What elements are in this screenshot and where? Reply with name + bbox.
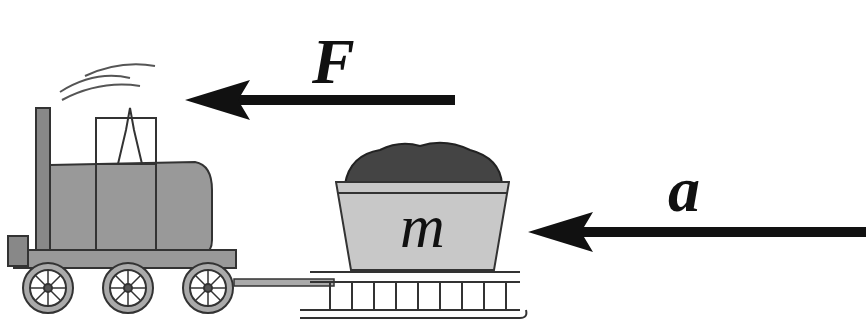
steam [60,64,155,100]
cart-rim [338,192,507,194]
cart-body [336,182,509,270]
load [345,143,502,184]
cart-box: m [335,181,510,271]
locomotive [8,108,236,268]
vector-label: F [312,30,355,94]
wheels [23,263,233,313]
vector-label: a [668,158,700,222]
sled [300,272,526,318]
mass-label: m [400,195,445,257]
